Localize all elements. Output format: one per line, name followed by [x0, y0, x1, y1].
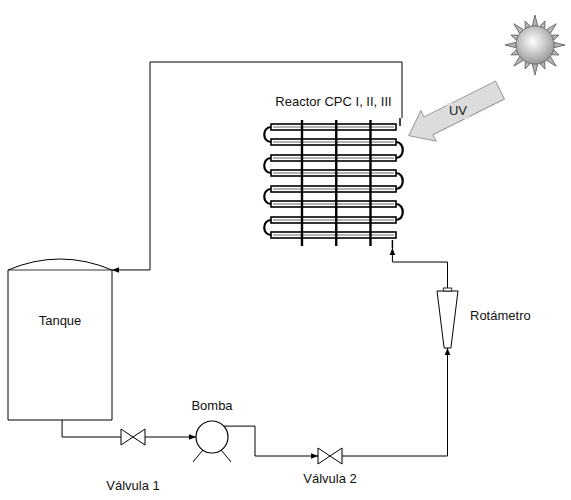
flow-line [224, 426, 318, 456]
uv-arrow [401, 75, 507, 151]
tank-outline [8, 259, 112, 420]
reactor-array: Reactor CPC I, II, III [265, 118, 402, 248]
sun-icon [505, 15, 565, 75]
pump-shape [195, 420, 229, 454]
sun-ray [532, 64, 538, 75]
pump: Bomba [195, 420, 229, 454]
valve: Válvula 1 [121, 429, 145, 445]
reactor-tubes [264, 118, 403, 251]
node-label: Rotámetro [470, 308, 531, 324]
rotameter: Rotámetro [437, 288, 458, 348]
rotameter-shape [437, 288, 458, 348]
node-label: Válvula 2 [303, 471, 356, 487]
rotameter-cone [437, 291, 458, 348]
tank: Tanque [8, 256, 112, 420]
sun-ray [532, 15, 538, 26]
node-label: Tanque [39, 313, 82, 329]
tank-lid [8, 270, 112, 271]
pump-body [196, 421, 228, 453]
flow-line [145, 437, 196, 438]
tank-shape [8, 256, 112, 420]
valve-symbol [121, 429, 145, 445]
node-label: Válvula 1 [106, 478, 159, 494]
valve-shape [318, 448, 342, 464]
sun-ray [505, 42, 516, 48]
valve-shape [121, 429, 145, 445]
valve-symbol [318, 448, 342, 464]
annotation-label: UV [447, 103, 469, 119]
sun-disc [516, 26, 554, 64]
sun-ray [554, 42, 565, 48]
flow-line [62, 420, 121, 437]
flow-line [392, 248, 447, 288]
valve: Válvula 2 [318, 448, 342, 464]
flow-line [342, 348, 448, 456]
flow-line [112, 62, 402, 270]
node-label: Bomba [191, 398, 232, 414]
reactor-array-shape [265, 118, 402, 248]
node-label: Reactor CPC I, II, III [275, 94, 391, 110]
